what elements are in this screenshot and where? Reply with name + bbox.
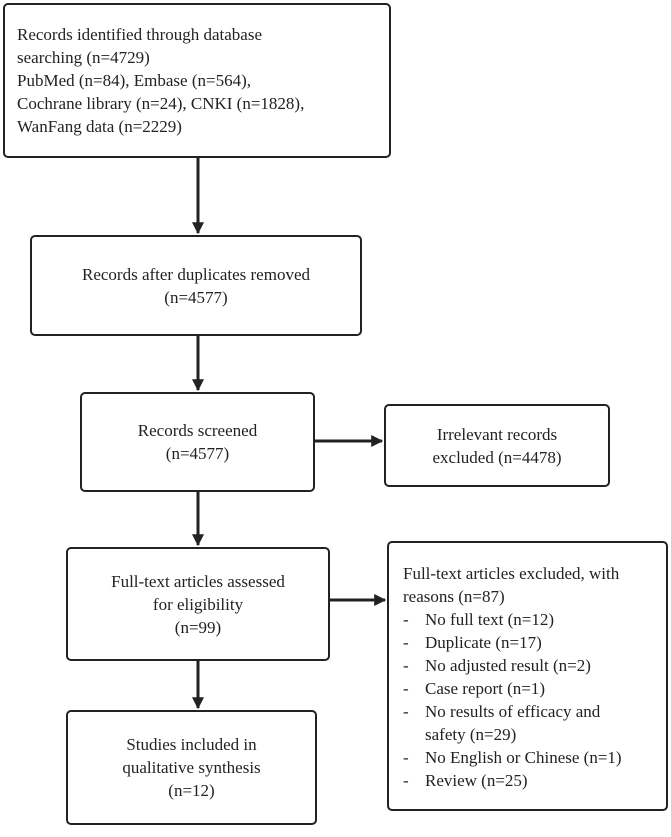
bullet-dash: -	[403, 679, 409, 698]
screened-box: Records screened (n=4577)	[80, 392, 315, 492]
identification-line: PubMed (n=84), Embase (n=564),	[17, 71, 251, 90]
eligibility-line: for eligibility	[152, 594, 244, 614]
included-line: Studies included in	[126, 735, 257, 754]
included-box: Studies included in qualitative synthesi…	[66, 710, 317, 825]
identification-line: Cochrane library (n=24), CNKI (n=1828),	[17, 94, 305, 113]
duplicates-removed-box: Records after duplicates removed (n=4577…	[30, 235, 362, 336]
exclusion-reason: - No full text (n=12)	[403, 608, 658, 631]
bullet-dash: -	[403, 656, 409, 675]
exclusion-reason: - No adjusted result (n=2)	[403, 654, 658, 677]
identification-line: Records identified through database	[17, 25, 263, 44]
fulltext-excluded-box: Full-text articles excluded, with reason…	[387, 541, 668, 811]
exclusion-reason-text: Review (n=25)	[425, 771, 528, 790]
duplicates-removed-count: (n=4577)	[164, 287, 228, 307]
bullet-dash: -	[403, 748, 409, 767]
included-count: (n=12)	[168, 781, 215, 800]
fulltext-excluded-heading: reasons (n=87)	[403, 587, 505, 606]
exclusion-reason-text: safety (n=29)	[425, 725, 517, 744]
exclusion-reason: - No English or Chinese (n=1)	[403, 746, 658, 769]
exclusion-reason-text: No full text (n=12)	[425, 610, 555, 629]
exclusion-reason-text: No English or Chinese (n=1)	[425, 748, 622, 767]
duplicates-removed-line: Records after duplicates removed	[82, 264, 310, 284]
identification-line: WanFang data (n=2229)	[17, 117, 182, 136]
exclusion-reason-text: No adjusted result (n=2)	[425, 656, 591, 675]
exclusion-reasons-list: - No full text (n=12) - Duplicate (n=17)…	[403, 608, 658, 792]
irrelevant-excluded-count: excluded (n=4478)	[432, 447, 562, 467]
exclusion-reason-text: Case report (n=1)	[425, 679, 546, 698]
exclusion-reason: - Case report (n=1)	[403, 677, 658, 700]
irrelevant-excluded-line: Irrelevant records	[436, 424, 558, 444]
bullet-dash: -	[403, 771, 409, 790]
included-line: qualitative synthesis	[122, 758, 261, 777]
eligibility-count: (n=99)	[174, 617, 222, 637]
exclusion-reason-text: No results of efficacy and	[425, 702, 601, 721]
bullet-dash: -	[403, 610, 409, 629]
eligibility-line: Full-text articles assessed	[111, 571, 285, 591]
exclusion-reason: - Review (n=25)	[403, 769, 658, 792]
exclusion-reason: - No results of efficacy and safety (n=2…	[403, 700, 658, 746]
identification-box: Records identified through database sear…	[3, 3, 391, 158]
identification-line: searching (n=4729)	[17, 48, 150, 67]
fulltext-excluded-heading: Full-text articles excluded, with	[403, 564, 620, 583]
bullet-dash: -	[403, 633, 409, 652]
irrelevant-excluded-box: Irrelevant records excluded (n=4478)	[384, 404, 610, 487]
bullet-dash: -	[403, 702, 409, 721]
screened-count: (n=4577)	[165, 444, 230, 463]
exclusion-reason-text: Duplicate (n=17)	[425, 633, 542, 652]
screened-line: Records screened	[137, 421, 258, 440]
exclusion-reason: - Duplicate (n=17)	[403, 631, 658, 654]
eligibility-box: Full-text articles assessed for eligibil…	[66, 547, 330, 661]
